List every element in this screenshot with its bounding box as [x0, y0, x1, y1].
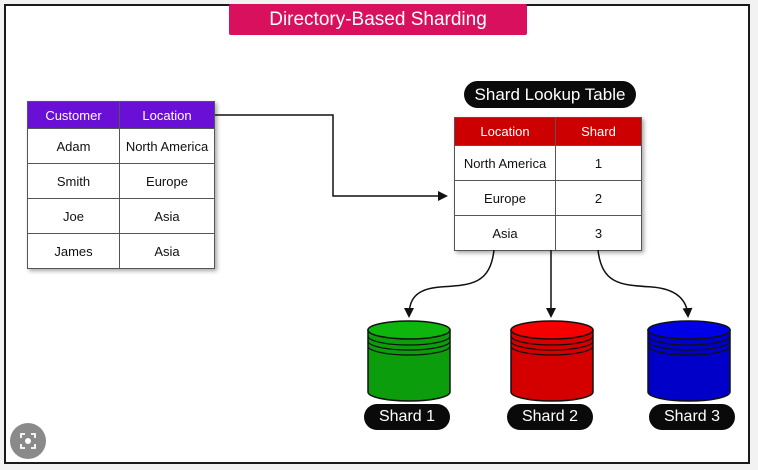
lookup-header-shard: Shard	[555, 117, 642, 146]
shard3-label: Shard 3	[649, 404, 735, 430]
table-row: Europe 2	[454, 180, 642, 216]
customer-cell: Joe	[27, 198, 120, 234]
customer-header-location: Location	[119, 101, 215, 129]
shard2-database-icon	[510, 320, 594, 402]
lookup-table-label: Shard Lookup Table	[464, 81, 636, 108]
location-cell: Asia	[454, 215, 556, 251]
location-cell: North America	[119, 128, 215, 164]
customer-header-customer: Customer	[27, 101, 120, 129]
table-row: Joe Asia	[27, 198, 215, 234]
lens-button[interactable]	[10, 423, 46, 459]
location-cell: Asia	[119, 198, 215, 234]
table-row: James Asia	[27, 233, 215, 269]
customer-cell: Smith	[27, 163, 120, 199]
table-row: North America 1	[454, 145, 642, 181]
diagram-title: Directory-Based Sharding	[229, 4, 527, 35]
lookup-to-shard3-arrow	[597, 249, 693, 318]
shard1-database-icon	[367, 320, 451, 402]
lens-icon	[20, 433, 36, 449]
table-row: Asia 3	[454, 215, 642, 251]
table-row: Adam North America	[27, 128, 215, 164]
location-cell: Asia	[119, 233, 215, 269]
table-row: Smith Europe	[27, 163, 215, 199]
lookup-table: Location Shard North America 1 Europe 2 …	[454, 117, 642, 251]
customer-cell: James	[27, 233, 120, 269]
lookup-table-header: Location Shard	[454, 117, 642, 146]
lookup-to-shard1-arrow	[404, 249, 495, 318]
shard-cell: 1	[555, 145, 642, 181]
customer-to-lookup-connector	[215, 114, 448, 201]
shard3-database-icon	[647, 320, 731, 402]
customer-table-header: Customer Location	[27, 101, 215, 129]
location-cell: Europe	[454, 180, 556, 216]
customer-table: Customer Location Adam North America Smi…	[27, 101, 215, 269]
shard2-label: Shard 2	[507, 404, 593, 430]
location-cell: Europe	[119, 163, 215, 199]
shard1-label: Shard 1	[364, 404, 450, 430]
lookup-header-location: Location	[454, 117, 556, 146]
